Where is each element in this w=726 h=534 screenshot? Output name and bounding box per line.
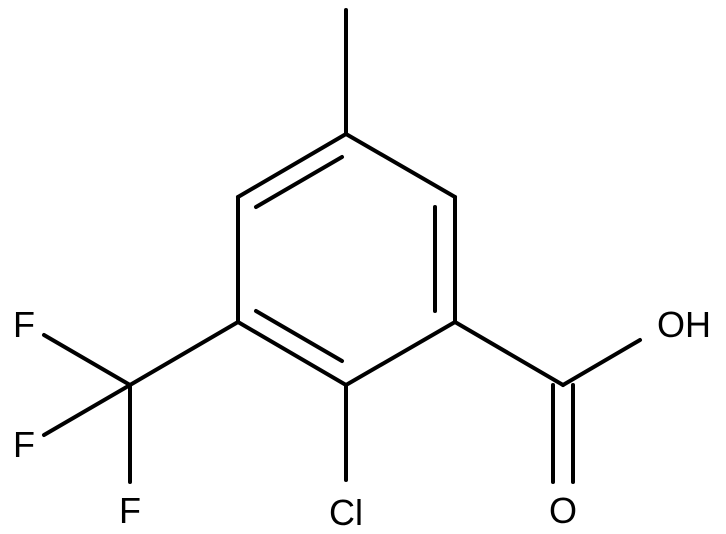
- carboxyl-group: [453, 320, 642, 484]
- benzene-ring: [236, 132, 457, 387]
- ring-bond-bottom-left: [236, 320, 348, 387]
- ring-bond-bottom-right: [344, 320, 457, 387]
- ring-bond-top-left: [236, 132, 348, 199]
- hydroxyl-label: OH: [657, 304, 711, 345]
- carboxyl-bond: [453, 320, 565, 387]
- fluorine-label-3: F: [119, 490, 141, 531]
- trifluoromethyl-group: [42, 320, 240, 484]
- ring-bond-top-left-inner: [254, 155, 344, 209]
- ring-bond-bottom-left-inner: [254, 309, 344, 363]
- fluorine-label-1: F: [13, 304, 35, 345]
- fluorine-label-2: F: [13, 424, 35, 465]
- carbonyl-oxygen-label: O: [549, 490, 577, 531]
- c-oh-bond: [561, 338, 642, 387]
- ring-bond-top-right: [344, 132, 457, 199]
- chlorine-label: Cl: [329, 492, 363, 533]
- cf3-bond: [128, 320, 240, 387]
- cf-bond-upper: [42, 333, 132, 387]
- cf-bond-lower: [42, 383, 132, 437]
